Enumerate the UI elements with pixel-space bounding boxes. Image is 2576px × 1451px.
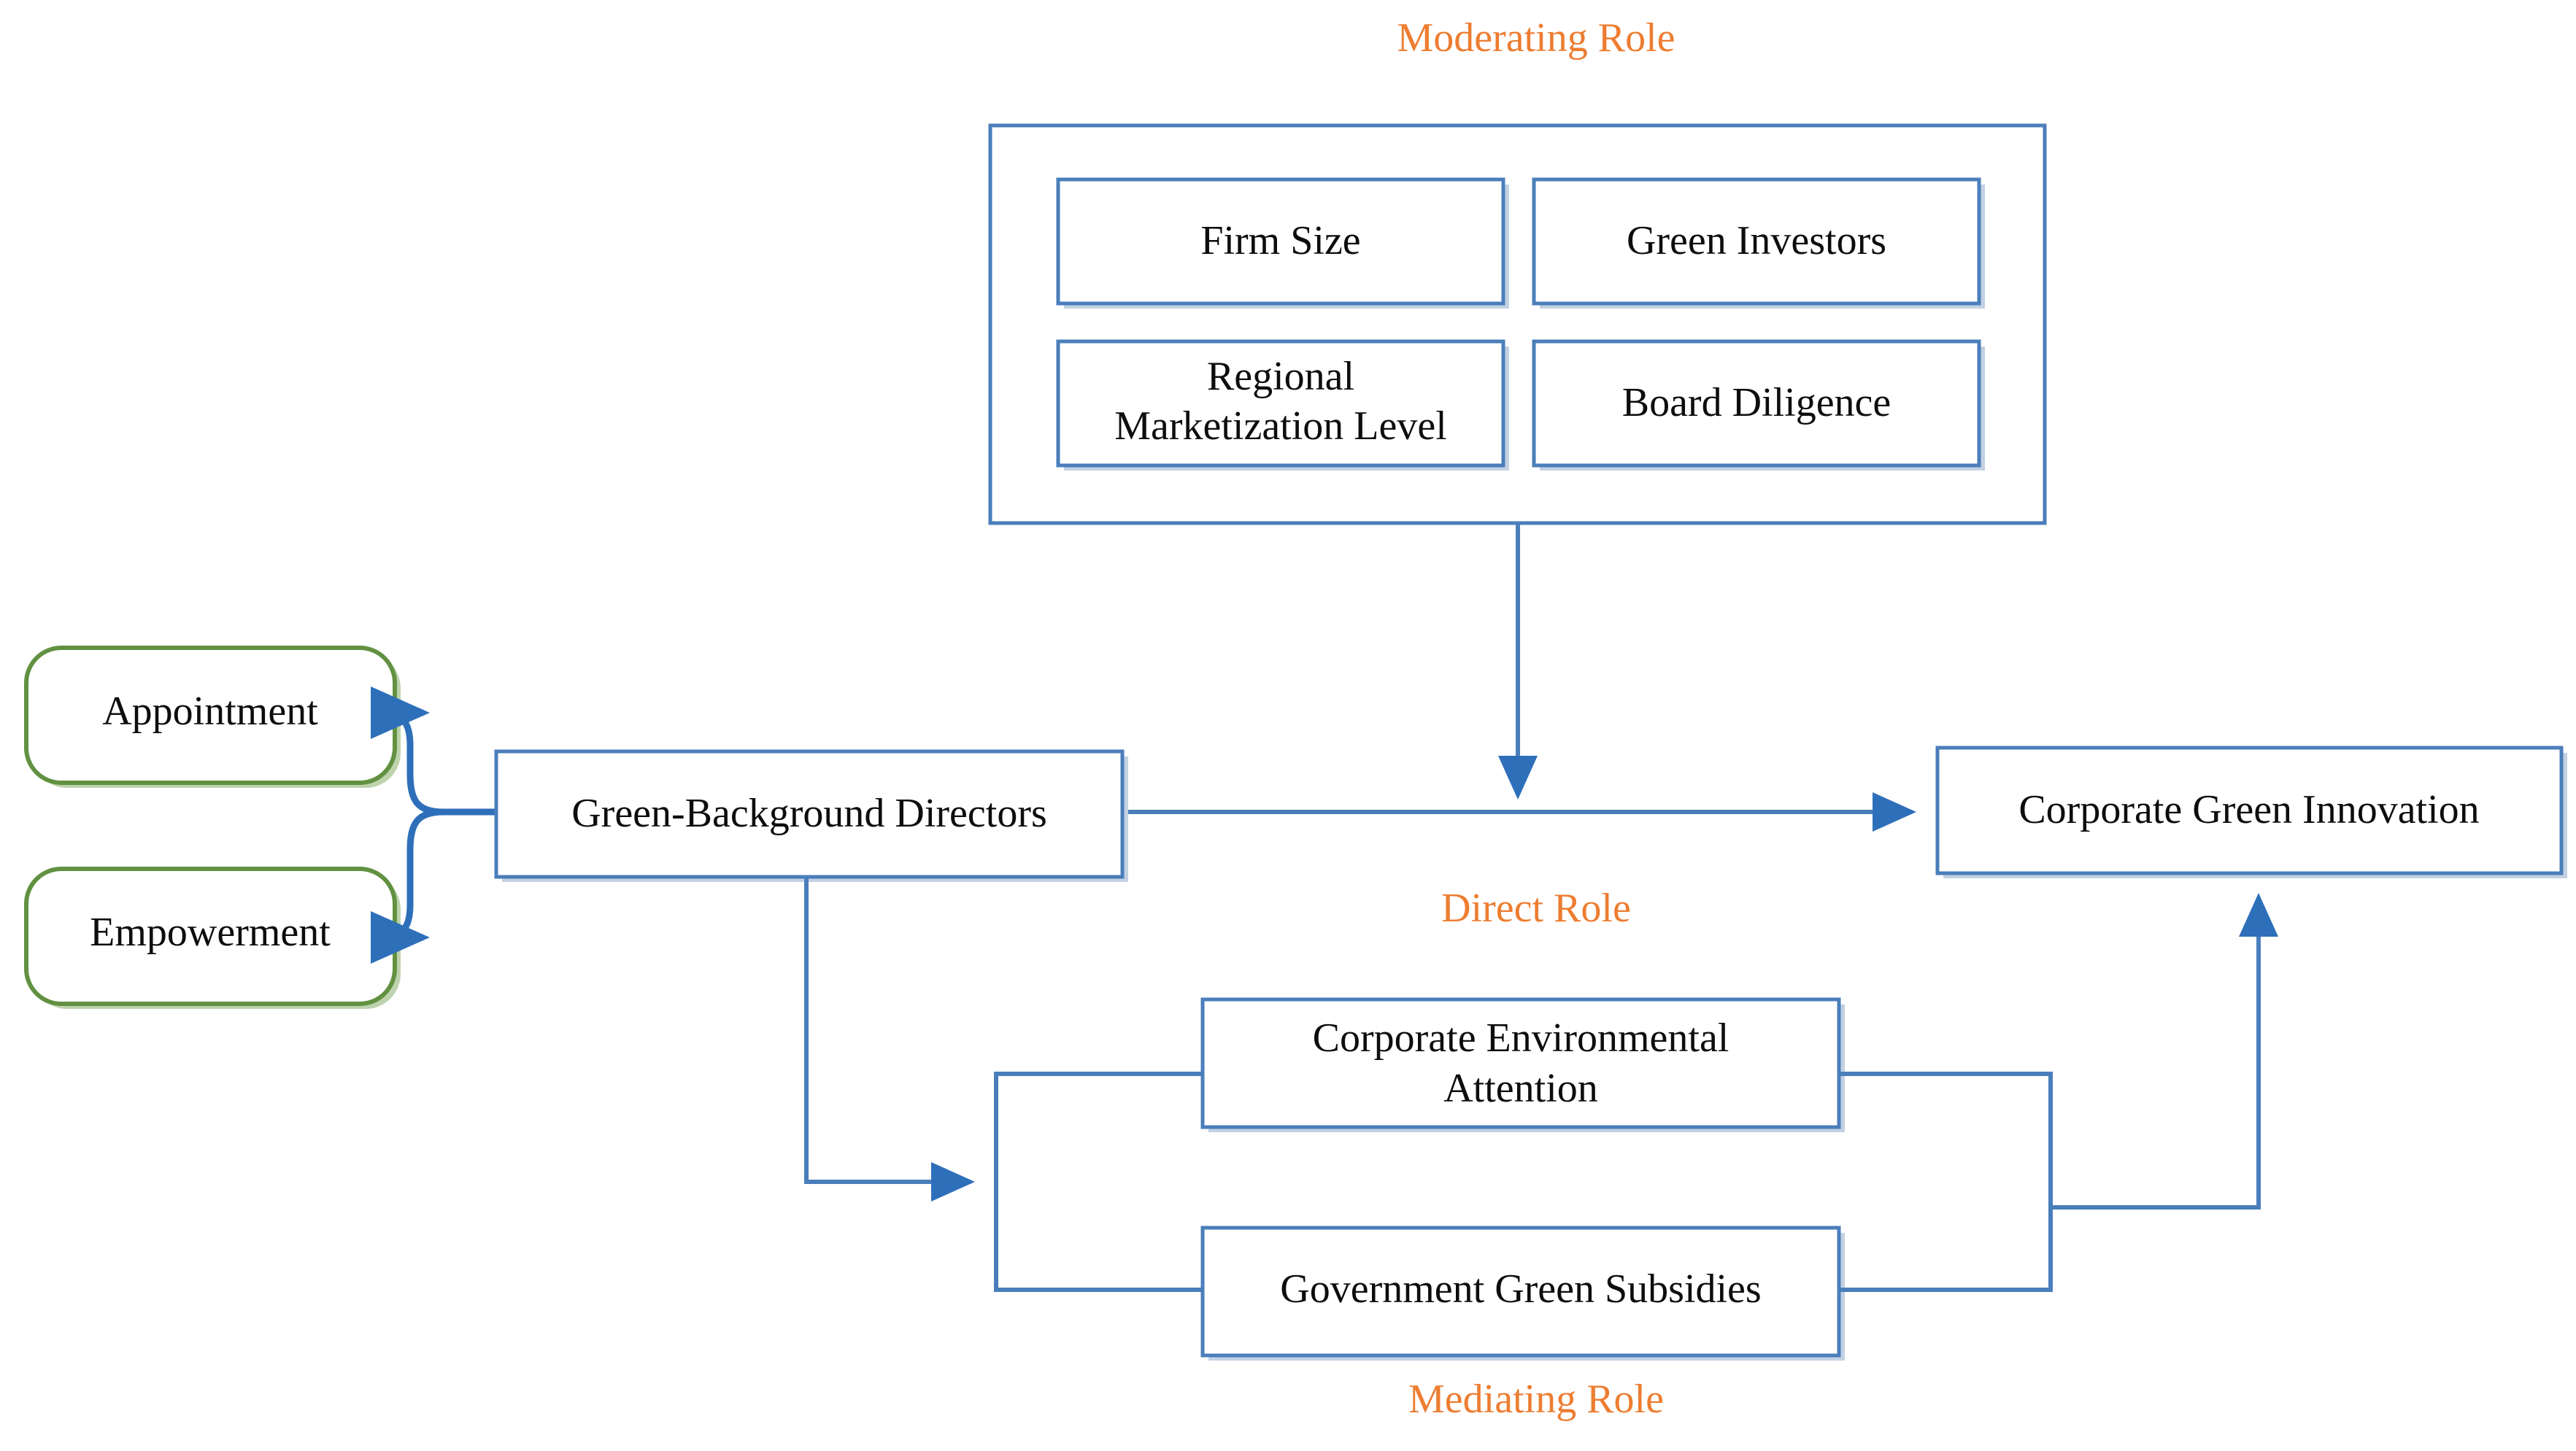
corporate-environmental-attention-box[interactable] bbox=[1200, 997, 1841, 1129]
green-investors-label: Green Investors bbox=[1627, 218, 1886, 263]
government-green-subsidies-label: Government Green Subsidies bbox=[1280, 1266, 1761, 1312]
corporate-green-innovation-label: Corporate Green Innovation bbox=[2018, 787, 2479, 832]
direct-role-label: Direct Role bbox=[1441, 886, 1631, 931]
mediating-role-label: Mediating Role bbox=[1408, 1377, 1664, 1422]
green-background-directors-label: Green-Background Directors bbox=[571, 791, 1047, 836]
regional-marketization-label-line2: Marketization Level bbox=[1114, 403, 1447, 449]
mediator-left-bracket bbox=[994, 1072, 1203, 1292]
mediators-to-innovation-arrow bbox=[2051, 893, 2278, 1210]
green-investors-box[interactable] bbox=[1532, 177, 1981, 306]
corporate-environmental-attention-label-line2: Attention bbox=[1443, 1066, 1598, 1111]
directors-to-appointment-arrow bbox=[371, 686, 496, 816]
firm-size-label: Firm Size bbox=[1200, 218, 1360, 263]
board-diligence-box[interactable] bbox=[1532, 339, 1981, 468]
moderating-role-label: Moderating Role bbox=[1397, 15, 1675, 61]
firm-size-box[interactable] bbox=[1056, 177, 1505, 306]
board-diligence-label: Board Diligence bbox=[1622, 380, 1891, 425]
appointment-label: Appointment bbox=[102, 689, 318, 734]
corporate-green-innovation-box[interactable] bbox=[1935, 746, 2564, 875]
green-background-directors-box[interactable] bbox=[494, 749, 1125, 879]
mediator-right-bracket bbox=[1839, 1072, 2053, 1292]
empowerment-label: Empowerment bbox=[90, 910, 331, 955]
regional-marketization-box[interactable] bbox=[1056, 339, 1505, 468]
directors-to-empowerment-arrow bbox=[371, 808, 496, 964]
regional-marketization-label-line1: Regional bbox=[1207, 354, 1354, 399]
corporate-environmental-attention-label-line1: Corporate Environmental bbox=[1313, 1015, 1729, 1061]
directors-to-mediators-arrow bbox=[804, 877, 975, 1202]
